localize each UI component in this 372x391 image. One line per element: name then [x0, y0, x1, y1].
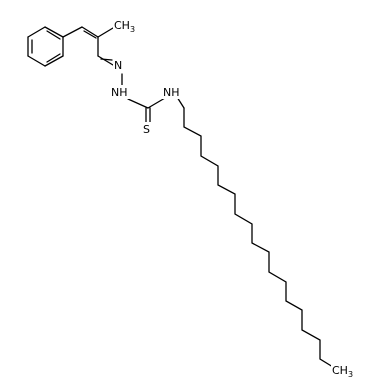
- hexadecyl-chain: [183, 107, 334, 368]
- hydrazine-nh-label: NH: [111, 86, 128, 99]
- nh-to-thiocarbonyl-bond: [127, 98, 149, 109]
- ring-inner-bond-1: [46, 30, 61, 40]
- methyl-label: CH3: [114, 19, 135, 34]
- methyl-bond: [97, 27, 114, 38]
- benzene-ring: [27, 26, 64, 67]
- ring-bond-3: [44, 55, 64, 67]
- thiocarbonyl-to-nh-bond: [147, 97, 166, 109]
- ring-bond-4: [27, 55, 46, 67]
- terminal-methyl-label: CH3: [332, 364, 353, 379]
- thioamide-nh-label: NH: [163, 86, 180, 99]
- imine-nitrogen-label: N: [114, 59, 122, 72]
- atom-labels: CH3 N NH NH S CH3: [110, 18, 353, 379]
- imine-double-bond-inner: [100, 58, 113, 61]
- propenylidene-chain: [62, 26, 114, 66]
- ring-bond-6: [27, 26, 46, 38]
- imine-double-bond-outer: [97, 55, 114, 66]
- ring-bond-1: [44, 26, 64, 38]
- ring-to-vinyl-bond: [62, 26, 83, 38]
- ring-inner-bond-2: [46, 53, 61, 63]
- vinyl-double-bond-inner: [83, 30, 97, 39]
- vinyl-double-bond-outer: [81, 26, 99, 38]
- thione-sulfur-label: S: [143, 123, 150, 136]
- thiosemicarbazide-core: [121, 73, 185, 123]
